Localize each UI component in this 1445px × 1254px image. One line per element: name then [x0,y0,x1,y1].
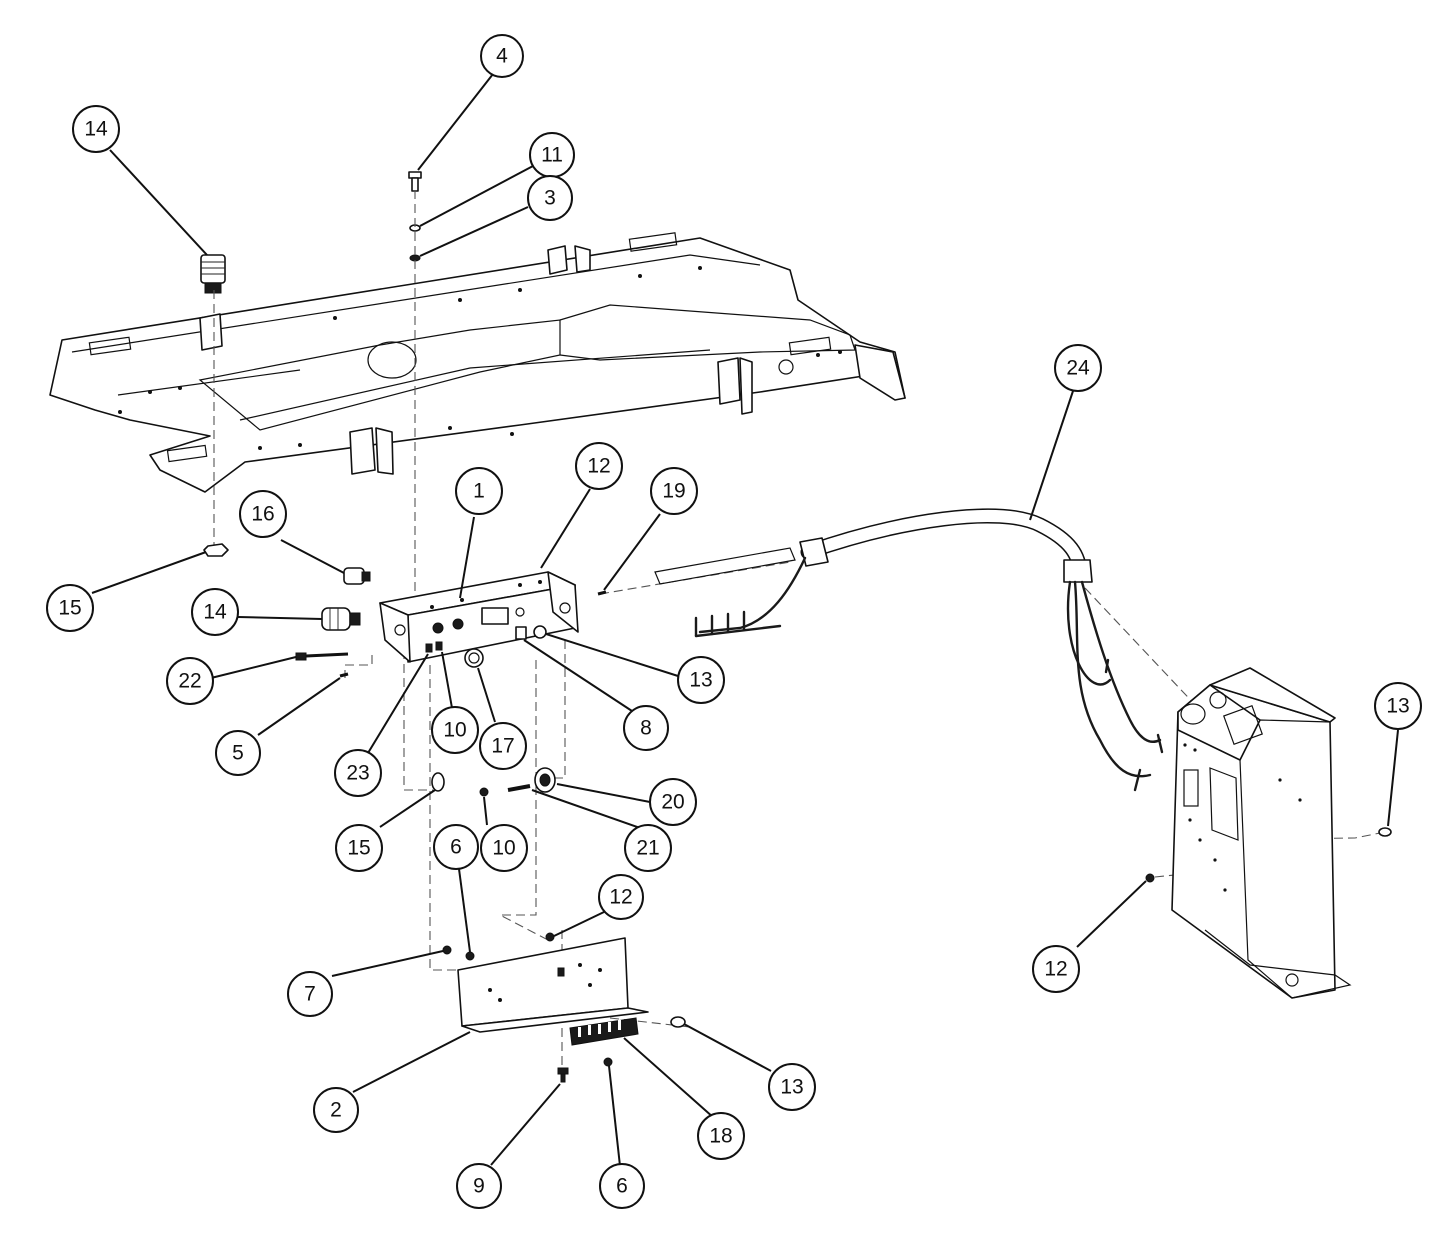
callout-8-label: 8 [640,717,652,740]
callout-9-label: 9 [473,1175,485,1198]
callout-15-label: 15 [347,837,370,860]
part-23-small-nut [425,643,433,653]
callout-17-label: 17 [491,735,514,758]
callout-12-label: 12 [1044,958,1067,981]
callout-17: 17 [479,722,527,770]
part-5-screw [339,672,349,678]
callout-4: 4 [480,34,524,78]
callout-14-label: 14 [203,601,227,624]
part-12-screw-plate [545,932,555,942]
callout-14: 14 [191,588,239,636]
callout-11: 11 [529,132,575,178]
callout-10-label: 10 [492,837,515,860]
callout-1-label: 1 [473,480,485,503]
callout-14-label: 14 [84,118,108,141]
callout-22-label: 22 [178,670,201,693]
callout-10-label: 10 [443,719,466,742]
callout-6-label: 6 [450,836,462,859]
callout-24-label: 24 [1066,357,1090,380]
callout-22: 22 [166,657,214,705]
callout-7: 7 [287,971,333,1017]
callout-3-label: 3 [544,187,556,210]
part-12-screw-enclosure [1145,873,1155,883]
callout-19-label: 19 [662,480,685,503]
callout-12: 12 [1032,945,1080,993]
callout-8: 8 [623,705,669,751]
part-14-cable-gland-top [200,254,226,294]
callout-23: 23 [334,749,382,797]
part-2-mounting-plate [457,937,649,1033]
part-24-cable-harness [654,508,1164,792]
callout-21: 21 [624,824,672,872]
callout-5: 5 [215,730,261,776]
callout-13: 13 [1374,682,1422,730]
callout-2: 2 [313,1087,359,1133]
callout-15: 15 [46,584,94,632]
part-13-grommet-plate [670,1016,686,1028]
part-8-clip [515,626,527,640]
part-1-electrical-bracket [379,571,579,663]
callout-11-label: 11 [541,144,563,167]
callout-5-label: 5 [232,742,244,765]
callout-16: 16 [239,490,287,538]
callout-12: 12 [598,874,644,920]
part-17-lock-nut [464,648,484,668]
part-10-small-nut [435,641,443,651]
callout-9: 9 [456,1163,502,1209]
callout-13-label: 13 [780,1076,803,1099]
part-20-bushing [534,767,556,793]
part-4-screw [408,171,422,192]
callout-6-label: 6 [616,1175,628,1198]
callout-20-label: 20 [661,791,684,814]
part-6-nut-upper [465,951,475,961]
part-15-nut-lower [431,772,445,792]
part-9-screw [557,1067,569,1083]
callout-18: 18 [697,1112,745,1160]
callout-1: 1 [455,467,503,515]
callout-15-label: 15 [58,597,81,620]
chassis-frame [49,232,906,493]
callout-10: 10 [480,824,528,872]
leader-lines [91,73,1399,1167]
callout-2-label: 2 [330,1099,342,1122]
part-19-screw [597,590,607,596]
callout-12-label: 12 [587,455,610,478]
callout-12-label: 12 [609,886,632,909]
callout-19: 19 [650,467,698,515]
part-18-terminal-block [569,1017,639,1046]
callout-16-label: 16 [251,503,274,526]
part-6-nut-lower [603,1057,613,1067]
callout-7-label: 7 [304,983,316,1006]
control-enclosure [1171,667,1352,999]
callout-21-label: 21 [636,837,659,860]
part-22-long-screw [295,652,349,661]
part-10-nut-lower [479,787,489,797]
part-7-screw [442,945,452,955]
callout-14: 14 [72,105,120,153]
callout-23-label: 23 [346,762,369,785]
part-21-screw [507,784,531,792]
callout-13-label: 13 [1386,695,1409,718]
part-14-cable-gland-side [321,607,361,631]
callout-15: 15 [335,824,383,872]
callout-12: 12 [575,442,623,490]
part-16-gland-small [343,567,371,585]
callout-13: 13 [677,656,725,704]
callout-13-label: 13 [689,669,712,692]
callout-13: 13 [768,1063,816,1111]
part-13-grommet [533,625,547,639]
callout-3: 3 [527,175,573,221]
part-15-nut-top [203,543,229,557]
callout-6: 6 [433,824,479,870]
callout-18-label: 18 [709,1125,732,1148]
callout-24: 24 [1054,344,1102,392]
callout-4-label: 4 [496,45,508,68]
callout-20: 20 [649,778,697,826]
callout-10: 10 [431,706,479,754]
part-13-grommet-enclosure [1378,827,1392,837]
callout-6: 6 [599,1163,645,1209]
